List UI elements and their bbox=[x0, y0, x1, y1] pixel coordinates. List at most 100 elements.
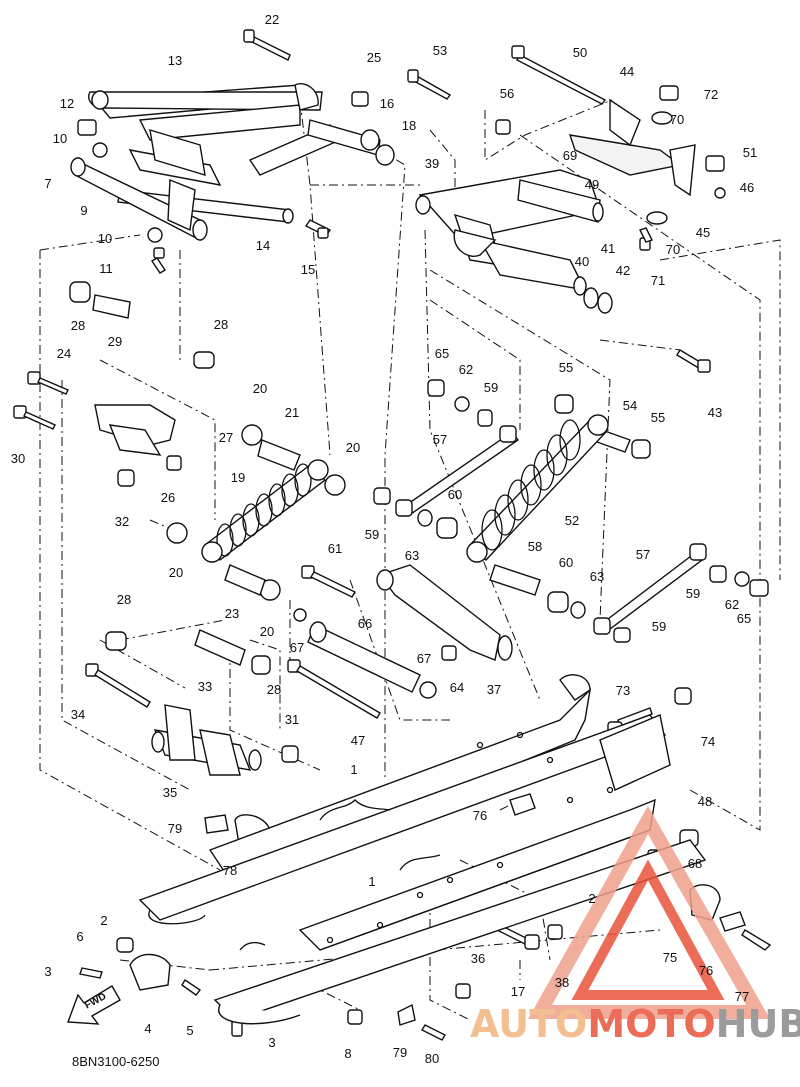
rear-shock-52 bbox=[466, 414, 609, 563]
callout-76: 76 bbox=[473, 808, 487, 823]
callout-59: 59 bbox=[365, 527, 379, 542]
svg-text:AUTOMOTOHUB: AUTOMOTOHUB bbox=[470, 1002, 800, 1046]
callout-15: 15 bbox=[301, 262, 315, 277]
callout-28: 28 bbox=[214, 317, 228, 332]
rear-arm-assembly bbox=[415, 98, 696, 296]
callout-28: 28 bbox=[71, 318, 85, 333]
callout-53: 53 bbox=[433, 43, 447, 58]
callout-13: 13 bbox=[168, 53, 182, 68]
watermark: AUTOMOTOHUB bbox=[470, 805, 800, 1046]
callout-56: 56 bbox=[500, 86, 514, 101]
callout-52: 52 bbox=[565, 513, 579, 528]
callout-72: 72 bbox=[704, 87, 718, 102]
callout-64: 64 bbox=[450, 680, 464, 695]
callout-63: 63 bbox=[590, 569, 604, 584]
callout-32: 32 bbox=[115, 514, 129, 529]
callout-14: 14 bbox=[256, 238, 270, 253]
callout-65: 65 bbox=[435, 346, 449, 361]
callout-11: 11 bbox=[99, 261, 113, 276]
callout-23: 23 bbox=[225, 606, 239, 621]
callout-57: 57 bbox=[636, 547, 650, 562]
shaft-66 bbox=[307, 621, 421, 693]
watermark-auto: AUTO bbox=[470, 1002, 587, 1046]
front-shock-19 bbox=[201, 459, 329, 563]
callout-59: 59 bbox=[652, 619, 666, 634]
callout-67: 67 bbox=[417, 651, 431, 666]
callout-48: 48 bbox=[698, 794, 712, 809]
callout-6: 6 bbox=[76, 929, 83, 944]
callout-30: 30 bbox=[11, 451, 25, 466]
callout-60: 60 bbox=[448, 487, 462, 502]
callout-65: 65 bbox=[737, 611, 751, 626]
callout-3: 3 bbox=[268, 1035, 275, 1050]
callout-19: 19 bbox=[231, 470, 245, 485]
callout-1: 1 bbox=[368, 874, 375, 889]
callout-29: 29 bbox=[108, 334, 122, 349]
callout-24: 24 bbox=[57, 346, 71, 361]
callout-79: 79 bbox=[393, 1045, 407, 1060]
watermark-moto: MOTO bbox=[587, 1002, 715, 1046]
fwd-arrow-icon: FWD bbox=[67, 985, 121, 1025]
callout-10: 10 bbox=[53, 131, 67, 146]
diagram-code: 8BN3100-6250 bbox=[72, 1054, 159, 1069]
callout-42: 42 bbox=[616, 263, 630, 278]
callout-2: 2 bbox=[588, 891, 595, 906]
callout-33: 33 bbox=[198, 679, 212, 694]
callout-43: 43 bbox=[708, 405, 722, 420]
callout-22: 22 bbox=[265, 12, 279, 27]
callout-38: 38 bbox=[555, 975, 569, 990]
callout-60: 60 bbox=[559, 555, 573, 570]
callout-20: 20 bbox=[346, 440, 360, 455]
callout-62: 62 bbox=[725, 597, 739, 612]
callout-10: 10 bbox=[98, 231, 112, 246]
callout-44: 44 bbox=[620, 64, 634, 79]
callout-36: 36 bbox=[471, 951, 485, 966]
callout-55: 55 bbox=[559, 360, 573, 375]
callout-57: 57 bbox=[433, 432, 447, 447]
callout-73: 73 bbox=[616, 683, 630, 698]
callout-1: 1 bbox=[350, 762, 357, 777]
callout-76: 76 bbox=[699, 963, 713, 978]
callout-12: 12 bbox=[60, 96, 74, 111]
callout-9: 9 bbox=[80, 203, 87, 218]
callout-80: 80 bbox=[425, 1051, 439, 1066]
callout-41: 41 bbox=[601, 241, 615, 256]
callout-59: 59 bbox=[484, 380, 498, 395]
callout-68: 68 bbox=[688, 856, 702, 871]
callout-7: 7 bbox=[44, 176, 51, 191]
callout-50: 50 bbox=[573, 45, 587, 60]
callout-26: 26 bbox=[161, 490, 175, 505]
hardware-parts bbox=[13, 29, 772, 1041]
callout-75: 75 bbox=[663, 950, 677, 965]
callout-79: 79 bbox=[168, 821, 182, 836]
callout-66: 66 bbox=[358, 616, 372, 631]
callout-67: 67 bbox=[290, 640, 304, 655]
callout-35: 35 bbox=[163, 785, 177, 800]
callout-25: 25 bbox=[367, 50, 381, 65]
callout-70: 70 bbox=[666, 242, 680, 257]
callout-5: 5 bbox=[186, 1023, 193, 1038]
callout-28: 28 bbox=[117, 592, 131, 607]
callout-59: 59 bbox=[686, 586, 700, 601]
callout-28: 28 bbox=[267, 682, 281, 697]
callout-61: 61 bbox=[328, 541, 342, 556]
callout-17: 17 bbox=[511, 984, 525, 999]
callout-27: 27 bbox=[219, 430, 233, 445]
callout-62: 62 bbox=[459, 362, 473, 377]
callout-46: 46 bbox=[740, 180, 754, 195]
slide-rails bbox=[138, 674, 707, 1025]
callout-47: 47 bbox=[351, 733, 365, 748]
lower-bracket-35 bbox=[151, 704, 262, 776]
callout-63: 63 bbox=[405, 548, 419, 563]
callout-21: 21 bbox=[285, 405, 299, 420]
callout-20: 20 bbox=[260, 624, 274, 639]
callout-4: 4 bbox=[144, 1021, 151, 1036]
callout-77: 77 bbox=[735, 989, 749, 1004]
callout-20: 20 bbox=[169, 565, 183, 580]
callout-39: 39 bbox=[425, 156, 439, 171]
front-arm-assembly bbox=[70, 83, 381, 242]
callout-54: 54 bbox=[623, 398, 637, 413]
callout-31: 31 bbox=[285, 712, 299, 727]
callout-16: 16 bbox=[380, 96, 394, 111]
